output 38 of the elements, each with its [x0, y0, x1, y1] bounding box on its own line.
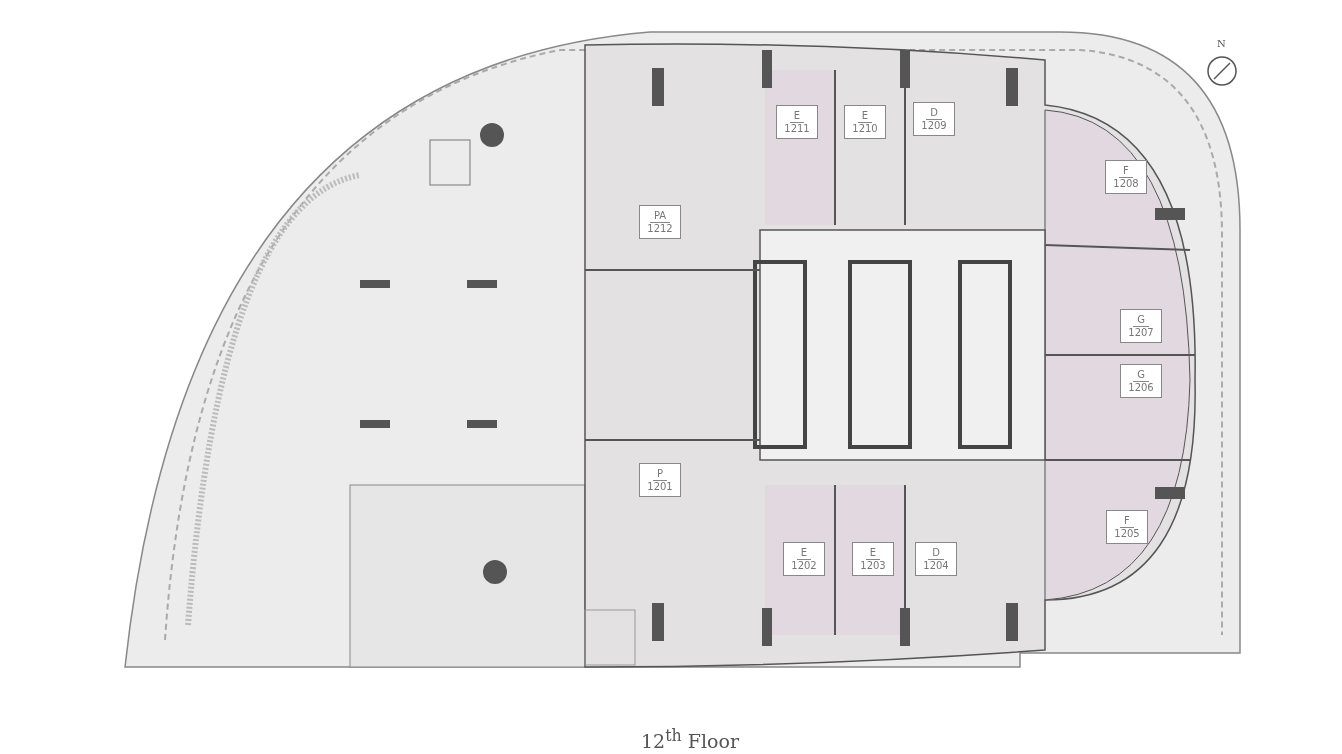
unit-tag: [1120, 309, 1162, 343]
unit-number: 1212: [647, 222, 673, 235]
unit-number: 1207: [1128, 326, 1154, 339]
unit-type: G: [1133, 313, 1149, 327]
unit-type: PA: [649, 209, 671, 223]
unit-tag: [852, 542, 894, 576]
unit-number: 1210: [852, 122, 878, 135]
unit-number: 1206: [1128, 381, 1154, 394]
unit-type: F: [1119, 164, 1133, 178]
north-label: N: [1217, 38, 1226, 49]
unit-number: 1203: [860, 559, 886, 572]
unit-type: E: [796, 546, 812, 560]
unit-tag: [1120, 364, 1162, 398]
unit-tag: [1105, 160, 1147, 194]
unit-number: 1205: [1114, 527, 1140, 540]
unit-number: 1211: [784, 122, 810, 135]
unit-number: 1209: [921, 119, 947, 132]
unit-tag: [783, 542, 825, 576]
unit-tag: [913, 102, 955, 136]
unit-type: D: [928, 546, 944, 560]
unit-type: E: [789, 109, 805, 123]
unit-tag: [639, 463, 681, 497]
unit-tag: [1106, 510, 1148, 544]
unit-number: 1202: [791, 559, 817, 572]
unit-number: 1204: [923, 559, 949, 572]
unit-type: P: [653, 467, 667, 481]
unit-type: F: [1120, 514, 1134, 528]
unit-tag: [776, 105, 818, 139]
unit-type: G: [1133, 368, 1149, 382]
unit-type: E: [857, 109, 873, 123]
unit-number: 1208: [1113, 177, 1139, 190]
unit-type: E: [865, 546, 881, 560]
unit-tag: [915, 542, 957, 576]
unit-tag: [844, 105, 886, 139]
unit-tag: [639, 205, 681, 239]
floor-caption: 12$^{th}$ Floor: [640, 726, 740, 753]
unit-number: 1201: [647, 480, 673, 493]
unit-type: D: [926, 106, 942, 120]
